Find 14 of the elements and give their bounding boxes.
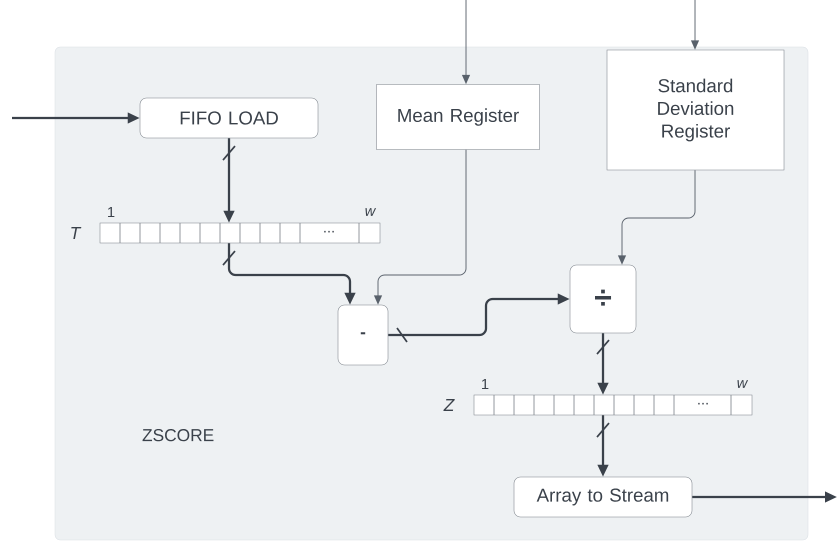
array-label: T — [71, 227, 82, 239]
operator-box: ÷ — [570, 264, 636, 334]
index-label: w — [365, 208, 376, 216]
index-label: 1 — [108, 206, 114, 218]
register-array: ... — [100, 222, 380, 244]
index-label: 1 — [482, 378, 488, 390]
operator-box: - — [338, 304, 388, 366]
register-box: Mean Register — [376, 84, 540, 150]
process-box: Array to Stream — [514, 476, 692, 518]
array-label: Z — [443, 399, 455, 411]
register-box: Standard Deviation Register — [606, 50, 784, 170]
process-box: FIFO LOAD — [140, 98, 318, 138]
index-label: w — [737, 380, 748, 388]
register-array: ... — [474, 394, 752, 416]
